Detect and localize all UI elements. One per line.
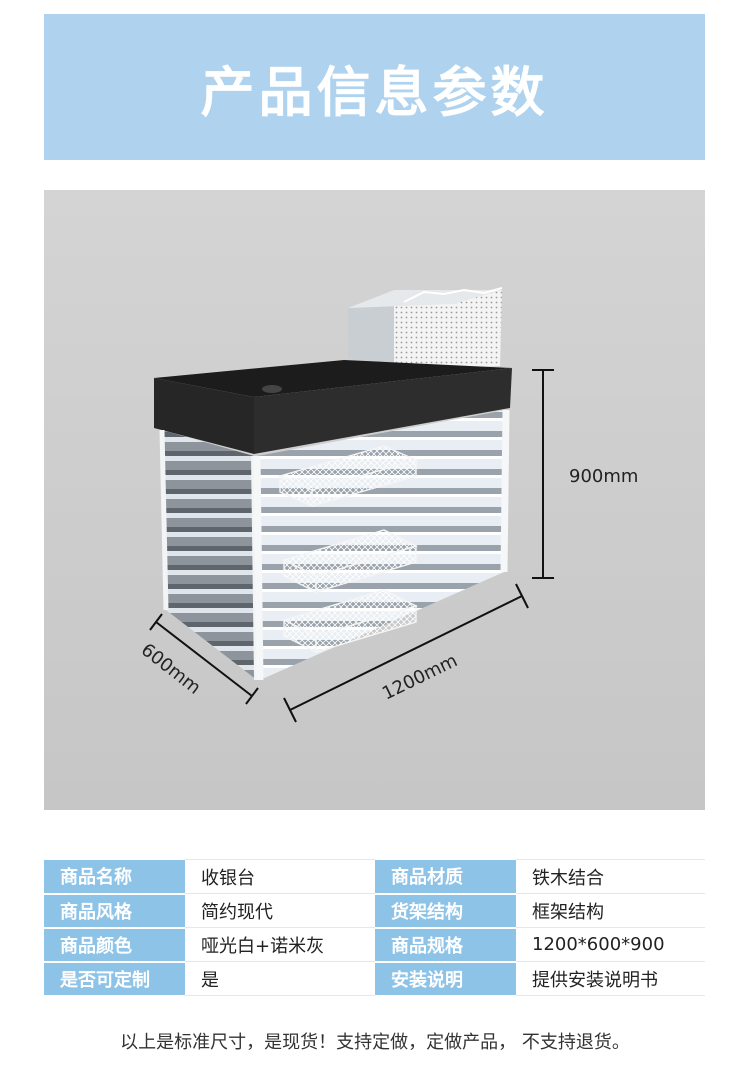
param-value: 简约现代	[185, 893, 375, 928]
height-dimension-label: 900mm	[569, 466, 638, 487]
stock-note: 以上是标准尺寸，是现货！支持定做，定做产品， 不支持退货。	[120, 1032, 630, 1053]
param-key: 是否可定制	[44, 961, 185, 997]
param-key: 商品材质	[375, 859, 516, 895]
param-value: 铁木结合	[516, 859, 705, 894]
params-table: 商品名称 收银台 商品材质 铁木结合 商品风格 简约现代 货架结构 框架结构 商…	[44, 859, 705, 997]
product-illustration: 900mm 1200mm 600mm	[44, 190, 705, 810]
param-key: 商品规格	[375, 927, 516, 963]
table-row: 是否可定制 是 安装说明 提供安装说明书	[44, 961, 705, 997]
param-value: 是	[185, 961, 375, 996]
table-row: 商品风格 简约现代 货架结构 框架结构	[44, 893, 705, 929]
title-banner: 产品信息参数	[44, 14, 705, 160]
table-row: 商品颜色 哑光白+诺米灰 商品规格 1200*600*900	[44, 927, 705, 963]
param-value: 1200*600*900	[516, 927, 705, 962]
page-title: 产品信息参数	[200, 60, 549, 124]
param-key: 商品风格	[44, 893, 185, 929]
param-key: 商品颜色	[44, 927, 185, 963]
product-image: 900mm 1200mm 600mm	[44, 190, 705, 810]
param-value: 框架结构	[516, 893, 705, 928]
param-value: 哑光白+诺米灰	[185, 927, 375, 962]
param-key: 商品名称	[44, 859, 185, 895]
param-key: 货架结构	[375, 893, 516, 929]
param-value: 收银台	[185, 859, 375, 894]
param-value: 提供安装说明书	[516, 961, 705, 996]
table-row: 商品名称 收银台 商品材质 铁木结合	[44, 859, 705, 895]
param-key: 安装说明	[375, 961, 516, 997]
